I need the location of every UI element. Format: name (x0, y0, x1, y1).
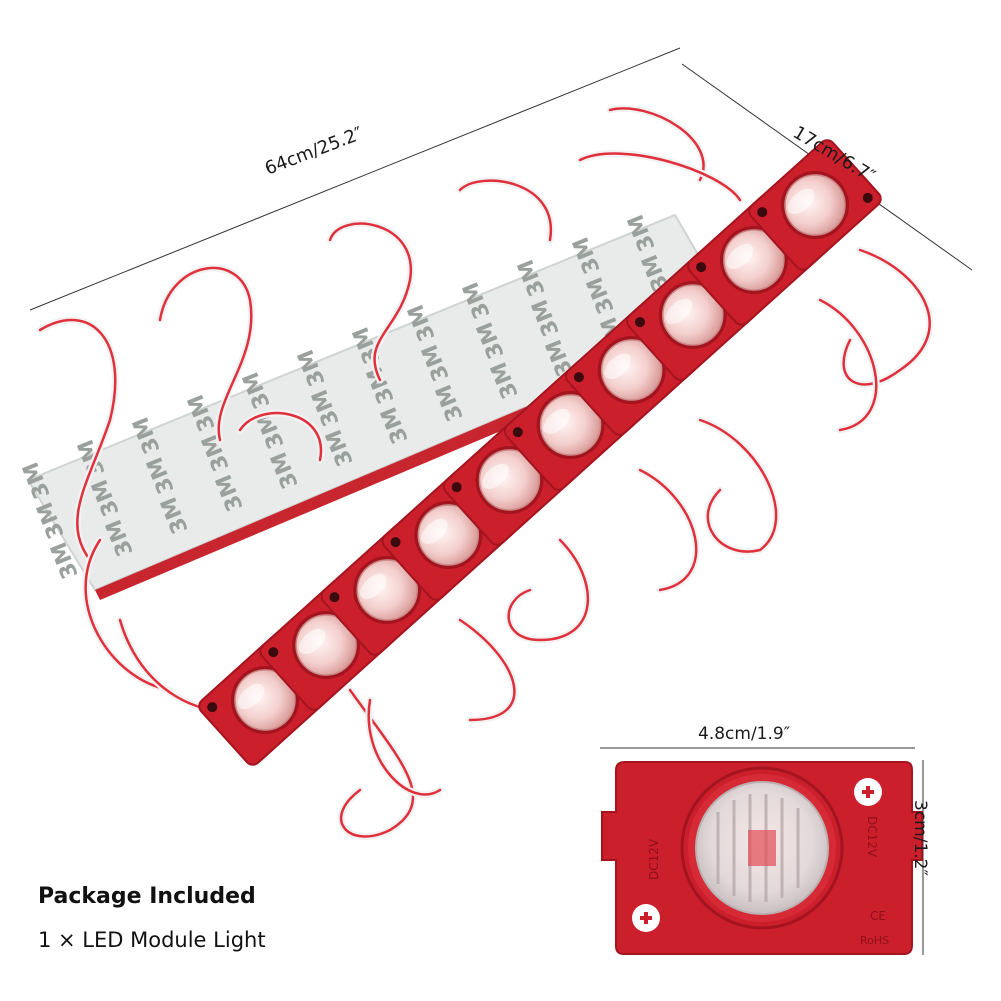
lens-highlight (604, 353, 632, 380)
module-ce-marking: CE (870, 909, 886, 923)
wire-loop (636, 466, 700, 594)
module-voltage-marking: DC12V (865, 816, 879, 858)
wire-loop-red-strand (328, 222, 413, 382)
wire-loop (505, 536, 592, 644)
wire-loop-red-strand (458, 179, 553, 242)
led-lens (784, 174, 846, 236)
screw-hole (207, 702, 218, 713)
lens-highlight (665, 298, 693, 325)
wire-loop-red-strand (38, 318, 117, 562)
module-height-label: 3cm/1.2″ (910, 800, 930, 876)
wire-loop-red-strand (638, 468, 698, 592)
package-item: 1 × LED Module Light (38, 928, 266, 952)
led-module-chain (198, 139, 882, 766)
lens-highlight (543, 408, 570, 435)
screw-hole (757, 207, 768, 218)
wire-loop-red-strand (698, 418, 778, 553)
lens-highlight (298, 628, 326, 655)
wire-loop-red-strand (842, 248, 931, 386)
module-width-label: 4.8cm/1.9″ (698, 724, 791, 744)
screw-hole (696, 262, 707, 273)
led-module (381, 469, 516, 601)
module-rohs-marking: RoHS (860, 934, 889, 947)
wire-loop-red-strand (339, 688, 415, 838)
wire-loop-red-strand (578, 152, 742, 202)
lens-highlight (787, 188, 815, 215)
screw-hole (862, 192, 873, 203)
screw-hole (329, 592, 340, 603)
screw-hole (635, 317, 646, 328)
lens-highlight (482, 463, 509, 490)
package-included-heading: Package Included (38, 884, 256, 909)
screw-hole (573, 372, 584, 383)
lens-highlight (359, 573, 387, 600)
lens-highlight (726, 243, 754, 270)
lens-highlight (237, 683, 265, 710)
wire-loop-red-strand (818, 298, 878, 432)
wire-loop-red-strand (238, 411, 323, 462)
wire-loop (365, 696, 444, 798)
screw-hole (390, 537, 401, 548)
wire-loop-red-strand (507, 538, 590, 642)
single-module-closeup: DC12V DC12V CE RoHS (600, 747, 924, 955)
length-dimension-line (29, 47, 681, 311)
module-voltage-marking: DC12V (647, 838, 661, 880)
wire-loop-red-strand (367, 698, 442, 796)
screw-hole (512, 427, 523, 438)
wire-loop-red-strand (158, 266, 253, 442)
wire-loop (456, 177, 555, 244)
lens-highlight (421, 518, 448, 545)
screw-hole (268, 647, 279, 658)
wire-loop (840, 246, 934, 388)
led-module (748, 139, 882, 271)
tape-brand-text: 3M (18, 458, 55, 502)
screw-hole (451, 482, 462, 493)
wire-loop-red-strand (84, 538, 172, 692)
wire-loop (456, 616, 518, 724)
wire-loop-red-strand (458, 618, 516, 722)
wire-loop-red-strand (608, 107, 705, 182)
led-module (442, 414, 577, 546)
